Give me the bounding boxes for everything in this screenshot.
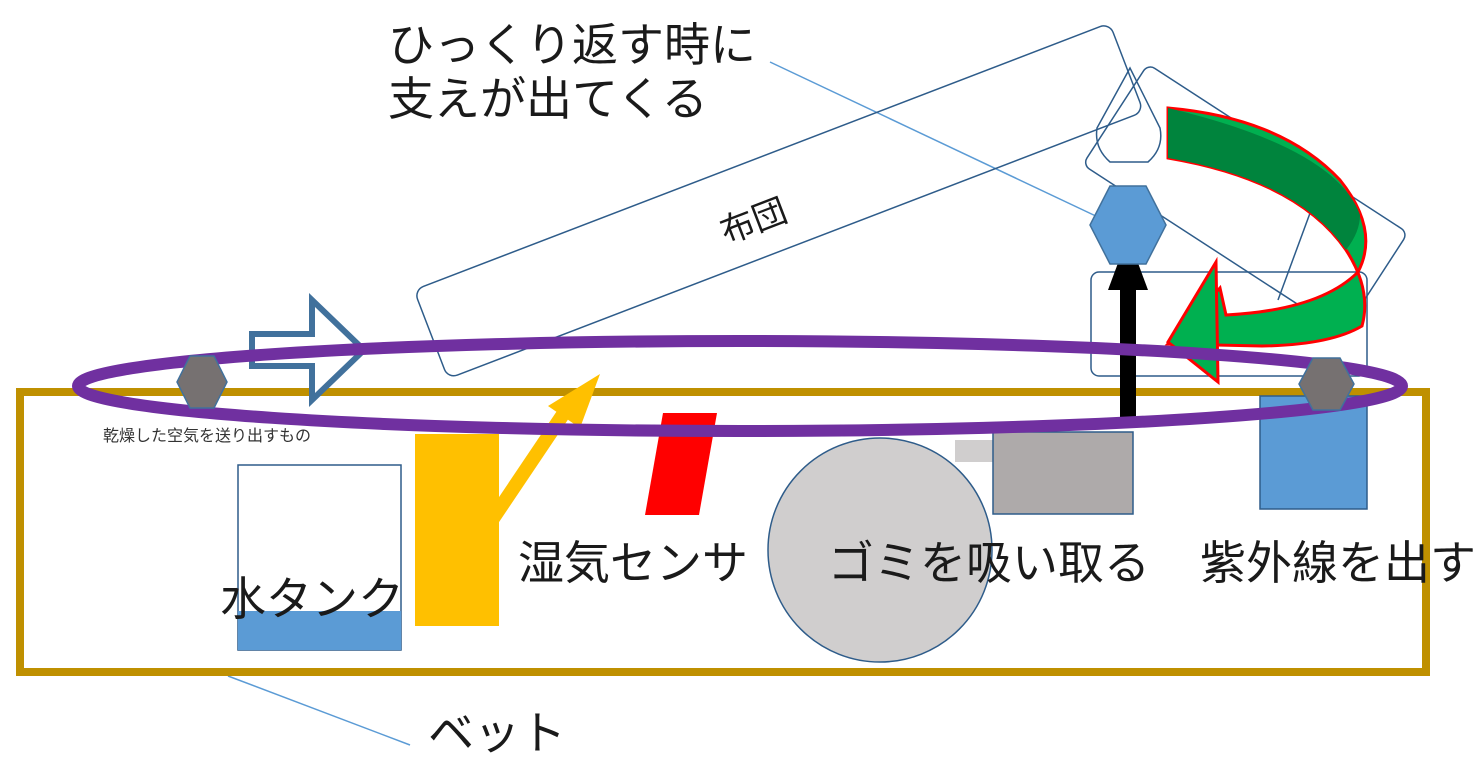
uv-emitter-label: 紫外線を出す	[1200, 540, 1476, 586]
dust-suction-label: ゴミを吸い取る	[828, 536, 1150, 590]
flip-arrow-head	[1166, 256, 1220, 386]
futon-outline	[416, 25, 1142, 377]
fan-outlet	[955, 440, 995, 462]
fan-body	[767, 437, 993, 663]
hex-joint-right	[1298, 357, 1355, 411]
callout-leader-flip	[769, 61, 1101, 219]
hex-joint-left	[176, 355, 228, 409]
blow-arrow-head	[548, 374, 600, 428]
support-hexagon	[1089, 185, 1167, 265]
bed-frame	[16, 388, 1430, 676]
humidity-sensor	[645, 413, 717, 515]
water-tank-label: 水タンク	[220, 572, 404, 626]
flip-arrow-dark-face	[1168, 108, 1360, 250]
support-arm-top	[1095, 66, 1162, 163]
dust-suction-box	[992, 431, 1134, 515]
water-tank-water	[238, 611, 401, 650]
callout-flip-support: ひっくり返す時に 支えが出てくる	[388, 18, 756, 126]
humidity-sensor-label: 湿気センサ	[518, 536, 748, 590]
flip-mechanism-frame	[1090, 271, 1368, 377]
dry-air-label: 乾燥した空気を送り出すもの	[103, 426, 312, 445]
orbit-ring	[72, 335, 1408, 437]
callout-leader-bed	[227, 675, 411, 746]
bed-label: ベット	[428, 706, 566, 760]
heater-column	[415, 434, 499, 626]
